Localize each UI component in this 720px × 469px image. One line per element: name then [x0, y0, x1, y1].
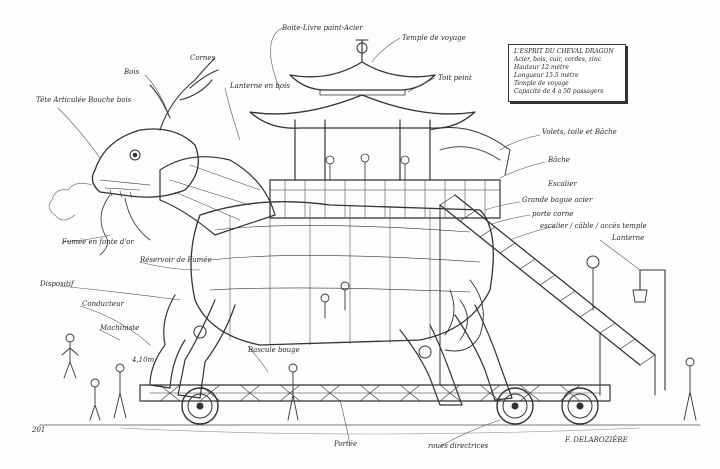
artist-signature: F. DELAROZIÈRE [564, 435, 628, 444]
spec-title: L'ESPRIT DU CHEVAL DRAGON [514, 48, 614, 55]
spec-capacity: Capacité de 4 à 50 passagers [514, 88, 604, 95]
label-bache: Bâche [547, 156, 570, 164]
dragon-neck [159, 156, 276, 236]
label-fumee: Fumée en fonte d'or [61, 238, 135, 246]
label-conducteur: Conducteur [82, 300, 124, 308]
dragon-head [48, 57, 219, 256]
label-cornes: Cornes [190, 54, 216, 62]
label-tete-articulee: Tête Articulée Bouche bois [36, 96, 132, 104]
label-lanterne: Lanterne [611, 234, 644, 242]
label-dispositif: Dispositif [39, 280, 75, 288]
label-boite-livre: Boite-Livre paint-Acier [281, 24, 363, 32]
label-bascule: Bascule bouge [247, 346, 300, 354]
label-grande-bague: Grande bague acier [522, 196, 593, 204]
wheel-rear-1 [496, 387, 534, 425]
label-escalier-cable: escalier / câble / accès temple [540, 222, 647, 230]
upper-deck [269, 179, 501, 219]
spec-length: Longueur 15.5 mètre [514, 72, 579, 79]
dragon-antlers [149, 57, 219, 131]
label-roues: roues directrices [428, 442, 489, 450]
wheel-rear-2 [561, 387, 599, 425]
label-portee: Portée [333, 440, 357, 448]
label-reservoir: Réservoir de Fumée [139, 256, 212, 264]
spec-temple: Temple de voyage [514, 80, 569, 87]
human-figures [61, 281, 697, 421]
leg-front-right [149, 294, 186, 389]
pagoda-temple [249, 39, 511, 181]
spec-materials: Acier, bois, cuir, cordes, zinc [514, 56, 602, 63]
spec-height: Hauteur 12 mètre [514, 64, 569, 71]
leader-lines [57, 27, 641, 447]
label-porte-corne: porte corne [532, 210, 573, 218]
label-escalier: Escalier [547, 180, 577, 188]
label-machiniste: Machiniste [99, 324, 139, 332]
staircase [439, 194, 656, 396]
spec-box: L'ESPRIT DU CHEVAL DRAGON Acier, bois, c… [508, 44, 626, 102]
label-toit-peint: Toit peint [438, 74, 472, 82]
label-temple: Temple de voyage [402, 34, 466, 42]
dragon-tail [444, 279, 484, 352]
label-volets: Volets, toile et Bâche [542, 128, 617, 136]
leg-rear-right [454, 304, 513, 401]
deck-passengers [325, 153, 410, 181]
leg-rear-left [399, 324, 463, 406]
chassis [139, 384, 611, 402]
wheel-front [181, 387, 219, 425]
label-lanterne-bois: Lanterne en bois [229, 82, 290, 90]
dragon-body [190, 201, 494, 346]
label-bois: Bois [123, 68, 140, 76]
lantern-post [586, 255, 666, 391]
smoke-puff [48, 182, 93, 221]
label-height-mark: 4,10m [131, 356, 155, 364]
page-number: 201 [31, 426, 45, 434]
leg-front-left [177, 299, 236, 399]
